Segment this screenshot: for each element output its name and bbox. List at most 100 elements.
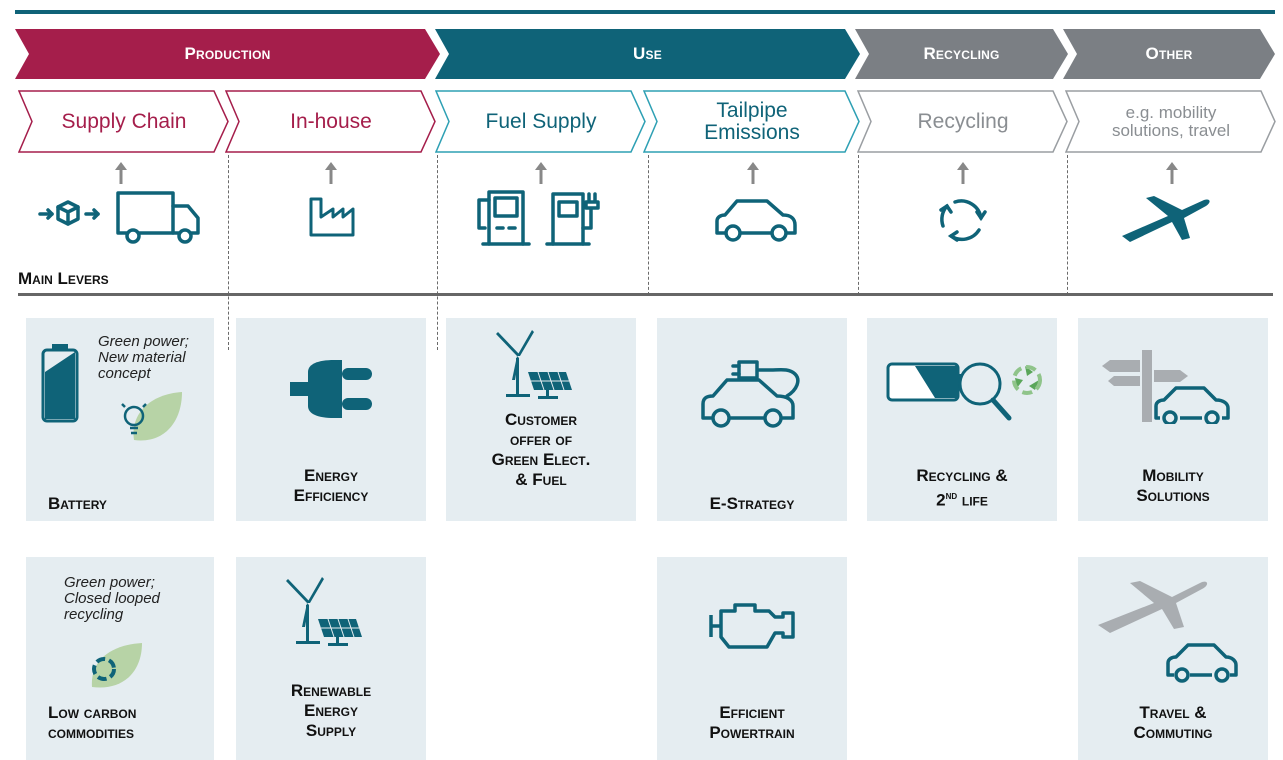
energy-efficiency-title-line2: Efficiency <box>293 486 369 505</box>
low-carbon-note-line3: recycling <box>64 606 124 623</box>
ev-car-icon <box>701 360 800 428</box>
stage-other-line1: e.g. mobility <box>1125 102 1217 122</box>
mobility-solutions-title: Mobility Solutions <box>1078 466 1268 506</box>
supply-chain-truck-icon <box>38 191 200 244</box>
lever-customer-offer: Customer offer of Green Elect. & Fuel <box>446 318 636 521</box>
efficient-powertrain-title: Efficient Powertrain <box>657 703 847 743</box>
stage-other: e.g. mobility solutions, travel <box>1065 90 1277 153</box>
divider-4 <box>858 155 859 295</box>
battery-note-line2: New material <box>98 349 186 366</box>
stage-supply-chain: Supply Chain <box>18 90 230 153</box>
phase-production: Production <box>15 29 440 79</box>
customer-offer-line2: offer of <box>509 430 573 449</box>
low-carbon-title: Low carbon commodities <box>48 703 136 743</box>
airplane-car-icon <box>1098 581 1238 683</box>
wind-solar-icon <box>496 330 572 399</box>
mobility-solutions-line1: Mobility <box>1142 466 1204 485</box>
battery-note: Green power; New material concept <box>98 334 189 382</box>
lever-recycling-2nd-life: Recycling & 2nd life <box>867 318 1057 521</box>
renewable-line3: Supply <box>305 721 357 740</box>
engine-icon <box>709 603 795 649</box>
arrow-up-icon <box>957 162 969 184</box>
customer-offer-line3: Green Elect. <box>491 450 591 469</box>
fuel-and-charging-icon <box>477 190 600 246</box>
phase-use: Use <box>435 29 860 79</box>
divider-3 <box>648 155 649 295</box>
airplane-icon <box>1122 196 1210 242</box>
car-icon <box>715 199 797 242</box>
lever-travel-commuting: Travel & Commuting <box>1078 557 1268 760</box>
customer-offer-line4: & Fuel <box>515 470 567 489</box>
stage-recycling-label: Recycling <box>917 109 1009 133</box>
factory-icon <box>309 197 355 237</box>
phase-recycling-label: Recycling <box>923 44 1000 63</box>
battery-note-line1: Green power; <box>98 333 189 350</box>
stage-tailpipe-label: Tailpipe Emissions <box>643 90 861 153</box>
divider-5 <box>1067 155 1068 295</box>
recycling-2nd-sup: nd <box>945 490 958 502</box>
arrow-up-icon <box>535 162 547 184</box>
wind-solar-icon <box>286 577 362 646</box>
customer-offer-title: Customer offer of Green Elect. & Fuel <box>446 410 636 490</box>
powertrain-line2: Powertrain <box>709 723 795 742</box>
energy-efficiency-title: Energy Efficiency <box>236 466 426 506</box>
renewable-line1: Renewable <box>290 681 372 700</box>
stage-in-house-label: In-house <box>290 109 372 133</box>
travel-line1: Travel & <box>1139 703 1207 722</box>
main-levers-rule <box>18 293 1273 296</box>
lever-battery: Green power; New material concept Batter… <box>26 318 214 521</box>
phase-recycling: Recycling <box>855 29 1068 79</box>
arrow-up-icon <box>115 162 127 184</box>
low-carbon-line2: commodities <box>48 723 134 742</box>
phase-production-label: Production <box>184 44 271 63</box>
phase-use-label: Use <box>633 44 662 63</box>
main-levers-heading: Main Levers <box>18 269 109 288</box>
stage-other-line2: solutions, travel <box>1111 120 1231 140</box>
leaf-lightbulb-icon <box>121 392 182 441</box>
stage-other-label: e.g. mobility solutions, travel <box>1065 90 1277 153</box>
lever-energy-efficiency: Energy Efficiency <box>236 318 426 521</box>
stage-tailpipe-line2: Emissions <box>704 120 800 144</box>
divider-1 <box>228 155 229 350</box>
leaf-recycle-icon <box>91 643 142 688</box>
battery-title: Battery <box>48 494 107 513</box>
phase-other: Other <box>1063 29 1275 79</box>
battery-magnifier-recycle-icon <box>886 362 1042 421</box>
phase-other-label: Other <box>1145 44 1193 63</box>
battery-note-line3: concept <box>98 365 151 382</box>
arrow-up-icon <box>747 162 759 184</box>
plug-icon <box>290 360 372 418</box>
customer-offer-line1: Customer <box>504 410 578 429</box>
recycling-2nd-life-line2: 2nd life <box>867 486 1057 511</box>
low-carbon-note-line2: Closed looped <box>64 590 160 607</box>
stage-tailpipe-line1: Tailpipe <box>716 98 788 122</box>
recycle-icon <box>939 199 987 242</box>
signpost-car-icon <box>1102 350 1230 424</box>
renewable-title: Renewable Energy Supply <box>236 681 426 741</box>
low-carbon-line1: Low carbon <box>48 703 137 722</box>
low-carbon-note: Green power; Closed looped recycling <box>64 575 160 623</box>
lever-mobility-solutions: Mobility Solutions <box>1078 318 1268 521</box>
e-strategy-title: E-Strategy <box>709 494 795 513</box>
recycling-2nd-life-word: life <box>957 490 988 510</box>
lever-low-carbon: Green power; Closed looped recycling Low… <box>26 557 214 760</box>
powertrain-line1: Efficient <box>719 703 785 722</box>
stage-fuel-supply: Fuel Supply <box>435 90 647 153</box>
divider-2 <box>437 155 438 350</box>
renewable-line2: Energy <box>303 701 358 720</box>
lever-e-strategy: E-Strategy <box>657 318 847 521</box>
arrow-up-icon <box>325 162 337 184</box>
lever-efficient-powertrain: Efficient Powertrain <box>657 557 847 760</box>
stage-supply-chain-label: Supply Chain <box>61 109 187 133</box>
recycling-2nd-life-line1: Recycling & <box>916 466 1008 485</box>
energy-efficiency-title-line1: Energy <box>303 466 358 485</box>
lever-renewable-energy: Renewable Energy Supply <box>236 557 426 760</box>
battery-icon <box>41 344 79 423</box>
recycling-2nd-life-title: Recycling & 2nd life <box>867 466 1057 511</box>
low-carbon-note-line1: Green power; <box>64 574 155 591</box>
top-rule <box>15 10 1275 14</box>
stage-tailpipe: Tailpipe Emissions <box>643 90 861 153</box>
travel-commuting-title: Travel & Commuting <box>1078 703 1268 743</box>
stage-fuel-supply-label: Fuel Supply <box>485 109 597 133</box>
travel-line2: Commuting <box>1133 723 1213 742</box>
